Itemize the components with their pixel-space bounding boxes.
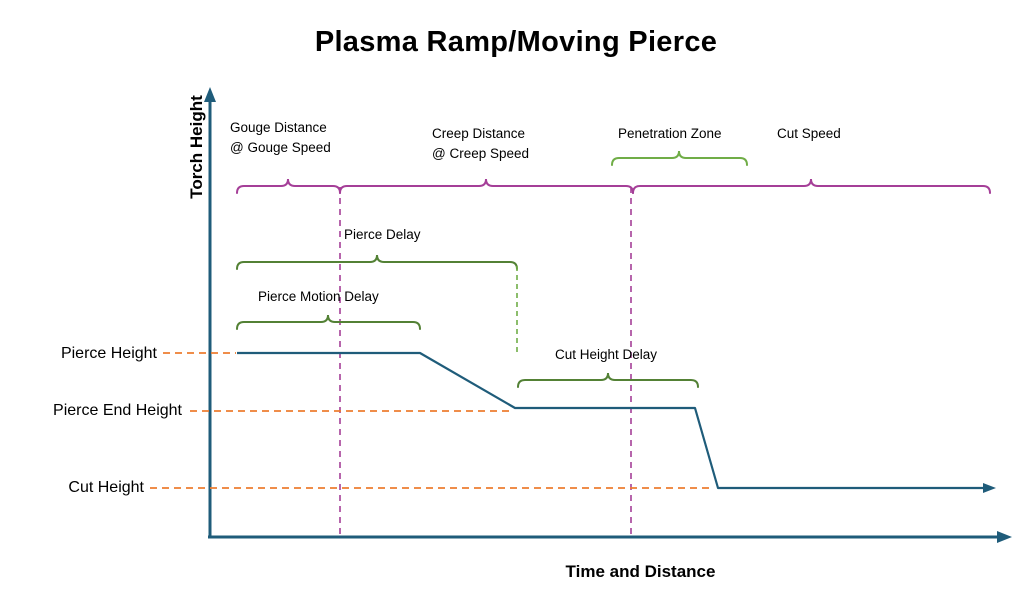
pierce-delay-brace xyxy=(236,254,518,270)
cut-speed-label: Cut Speed xyxy=(777,126,841,141)
x-axis-arrow xyxy=(997,531,1012,543)
axes xyxy=(208,100,998,539)
pierce-delay-label: Pierce Delay xyxy=(344,227,421,242)
cut-speed-zone-brace xyxy=(632,178,991,194)
cut-height-delay-brace xyxy=(517,372,699,388)
creep-zone-brace xyxy=(339,178,634,194)
height-reference-dashes xyxy=(150,352,712,489)
penetration-zone-brace xyxy=(611,150,748,166)
creep-distance-label: Creep Distance @ Creep Speed xyxy=(432,124,529,164)
pierce-motion-delay-label: Pierce Motion Delay xyxy=(258,289,379,304)
creep-distance-line1: Creep Distance xyxy=(432,126,526,141)
y-axis-label: Torch Height xyxy=(187,95,206,199)
creep-distance-line2: @ Creep Speed xyxy=(432,146,530,161)
gouge-zone-brace xyxy=(236,178,341,194)
cut-height-delay-label: Cut Height Delay xyxy=(555,347,658,362)
penetration-zone-label: Penetration Zone xyxy=(618,126,722,141)
torch-curve-arrow xyxy=(983,483,996,493)
pierce-height-label: Pierce Height xyxy=(60,345,157,362)
pierce-motion-delay-brace xyxy=(236,314,421,330)
cut-height-label: Cut Height xyxy=(68,479,144,496)
pierce-end-height-label: Pierce End Height xyxy=(53,402,182,419)
gouge-distance-label: Gouge Distance @ Gouge Speed xyxy=(230,118,331,158)
x-axis-label: Time and Distance xyxy=(565,562,716,581)
gouge-distance-line1: Gouge Distance xyxy=(230,120,327,135)
zone-braces xyxy=(236,178,991,194)
y-axis-arrow xyxy=(204,87,216,102)
delay-braces xyxy=(236,254,699,388)
gouge-distance-line2: @ Gouge Speed xyxy=(230,140,331,155)
page-title: Plasma Ramp/Moving Pierce xyxy=(314,26,718,58)
torch-height-curve xyxy=(237,351,984,490)
zone-boundary-dashes xyxy=(339,187,632,534)
